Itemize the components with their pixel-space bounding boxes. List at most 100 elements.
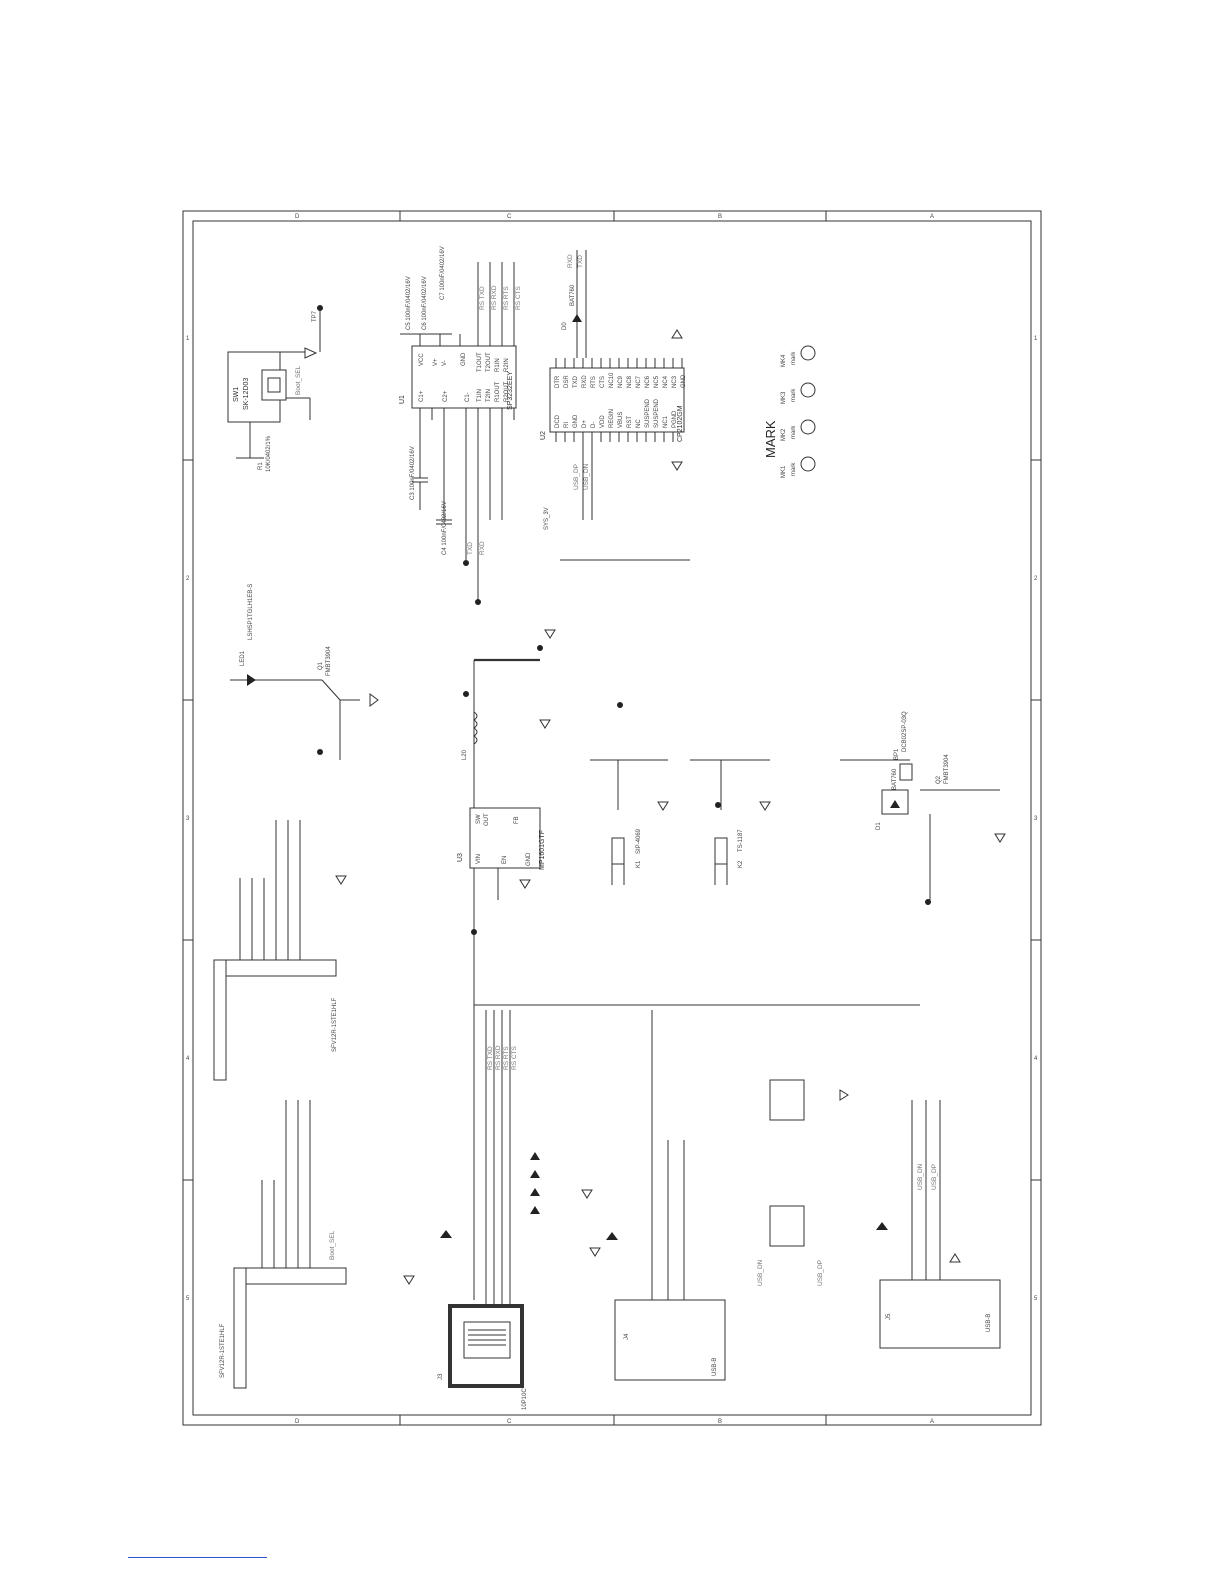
tp8-pad <box>463 560 469 566</box>
u2-pin-txd: TXD <box>573 375 579 388</box>
u1-pin-c1m: C1- <box>465 392 471 402</box>
u2-pin-regin: REGIN <box>609 409 615 428</box>
tp6-pad <box>715 802 721 808</box>
zone-right-5: 5 <box>1034 1296 1038 1302</box>
u1-pin-vm: V- <box>442 360 448 366</box>
mark-block: MARK MK1 MK2 MK3 MK4 mark mark mark mark <box>763 345 816 478</box>
tvs-array <box>530 1170 540 1178</box>
tp4-pad <box>925 899 931 905</box>
net-usb-dn-j5: USB_DN <box>917 1163 924 1190</box>
u3-part: MP1601GTF <box>539 830 546 870</box>
j2-part: SFV12R-1STE1HLF <box>220 1323 226 1378</box>
zone-bottom-a: A <box>930 1419 934 1425</box>
net-rs-rxd-j3: RS RXD <box>495 1045 502 1070</box>
tp5-pad <box>617 702 623 708</box>
u3-pin-en: EN <box>502 856 508 864</box>
u1-pin-r1in: R1IN <box>495 358 501 372</box>
u2-pin-vdd: VDD <box>600 415 606 428</box>
d1-diode <box>890 800 900 808</box>
tp9-pad <box>475 599 481 605</box>
net-rs-cts: RS CTS <box>515 286 522 311</box>
zone-top-a: A <box>930 214 934 220</box>
u2-pin-nc: NC <box>636 419 642 428</box>
ground-symbol <box>657 801 669 811</box>
u2-pin-dsr: DSR <box>564 375 570 388</box>
u1-pin-t2in: T2IN <box>486 389 492 402</box>
tp1-pad <box>471 929 477 935</box>
led1-part: LSHSP1TGLH1EB-S <box>248 584 254 640</box>
u3-block: U3 MP1601GTF VIN SW OUT FB EN GND L20 <box>457 629 920 1300</box>
mk3-ref: MK3 <box>781 391 787 404</box>
j1-part: SFV12R-1STE1HLF <box>332 997 338 1052</box>
l20-ref: L20 <box>462 749 468 760</box>
u1-pin-c2p: C2+ <box>443 390 449 402</box>
ed1-tvs <box>876 1222 888 1230</box>
c6-label: C6 100nF/0402/16V <box>422 276 428 330</box>
u2-pin-vbus: VBUS <box>618 412 624 428</box>
u1-pin-r2out: R2OUT <box>504 381 510 402</box>
led-block: LED1 LSHSP1TGLH1EB-S Q1 FMBT3904 <box>230 584 379 760</box>
u2-pin-nc1: NC1 <box>663 415 669 428</box>
mk1-sub: mark <box>791 462 797 476</box>
ground-symbol <box>759 801 771 811</box>
u1-block: U1 SP3232EEY C1+ C2+ C1- T1IN T2IN R1OUT… <box>399 246 522 605</box>
u3-pin-sw: SW <box>476 814 482 824</box>
ground-symbol <box>994 833 1006 843</box>
net-rs-rxd: RS RXD <box>491 285 498 310</box>
c4-label: C4 100nF/0402/16V <box>442 501 448 555</box>
u2-pin-rst: RST <box>627 416 633 428</box>
zone-right-4: 4 <box>1034 1056 1038 1062</box>
u3-pin-vin: VIN <box>476 854 482 864</box>
sheet-frame: D C B A D C B A 1 2 3 4 5 1 2 3 4 5 <box>182 210 1042 1426</box>
r1-value: 10K/0402/1% <box>266 435 272 472</box>
mk4-ref: MK4 <box>781 354 787 367</box>
u2-pin-nc10: NC10 <box>609 372 615 388</box>
ed6-tvs <box>606 1232 618 1240</box>
zone-right-3: 3 <box>1034 816 1038 822</box>
net-usb-dp-ed3: USB_DP <box>817 1260 824 1286</box>
ground-symbol <box>519 879 531 889</box>
tp7-pad <box>317 305 323 311</box>
ed4-tvs <box>440 1230 452 1238</box>
zone-bottom-b: B <box>718 1419 722 1425</box>
j4-ref: J4 <box>624 1333 630 1340</box>
u2-pin-suspend-b: SUSPEND <box>654 398 660 428</box>
ground-symbol <box>544 629 556 639</box>
u2-pin-dp: D+ <box>582 420 588 428</box>
q2-ref: Q2 <box>936 775 942 784</box>
zone-top-c: C <box>507 214 512 220</box>
d1-ref: D1 <box>876 822 882 830</box>
u2-pin-rxd: RXD <box>582 375 588 388</box>
j5-ref: J5 <box>886 1313 892 1320</box>
u1-pin-gnd: GND <box>461 352 467 366</box>
buzzer-block: D1 BAT760 BP1 DCB02SP-03Q Q2 FMBT3904 <box>840 711 1006 905</box>
u2-pin-ri: RI <box>564 422 570 428</box>
mk2-ref: MK2 <box>781 428 787 441</box>
d0-diode <box>572 314 582 322</box>
k2-ref: K2 <box>738 860 744 868</box>
ground-symbol <box>403 1275 415 1285</box>
k2-block: K2 TS-1187 <box>690 759 771 885</box>
u2-pin-nc8: NC8 <box>627 375 633 388</box>
u3-pin-gnd: GND <box>526 852 532 866</box>
tvs-array <box>530 1206 540 1214</box>
net-rs-rts: RS RTS <box>503 286 510 310</box>
net-rs-rts-j3: RS RTS <box>503 1046 510 1070</box>
u2-ref: U2 <box>540 431 547 440</box>
k1-block: K1 SIP-4069 <box>590 702 669 885</box>
u1-pin-t2out: T2OUT <box>486 352 492 372</box>
net-u1-rxd: RXD <box>479 541 486 555</box>
zone-left-2: 2 <box>186 576 190 582</box>
ground-symbol <box>581 1189 593 1199</box>
k2-part: TS-1187 <box>738 829 744 852</box>
led1-ref: LED1 <box>240 650 246 666</box>
c7-label: C7 100nF/0402/16V <box>440 246 446 300</box>
mk2-sub: mark <box>791 425 797 439</box>
zone-top-b: B <box>718 214 722 220</box>
u2-pin-nc7: NC7 <box>636 375 642 388</box>
ground-symbol <box>839 1089 849 1101</box>
j4-block: J4 USB-B <box>589 1010 726 1381</box>
u3-ref: U3 <box>457 853 464 862</box>
net-u2-rxd: RXD <box>567 254 574 268</box>
q1-part: FMBT3904 <box>326 646 332 676</box>
